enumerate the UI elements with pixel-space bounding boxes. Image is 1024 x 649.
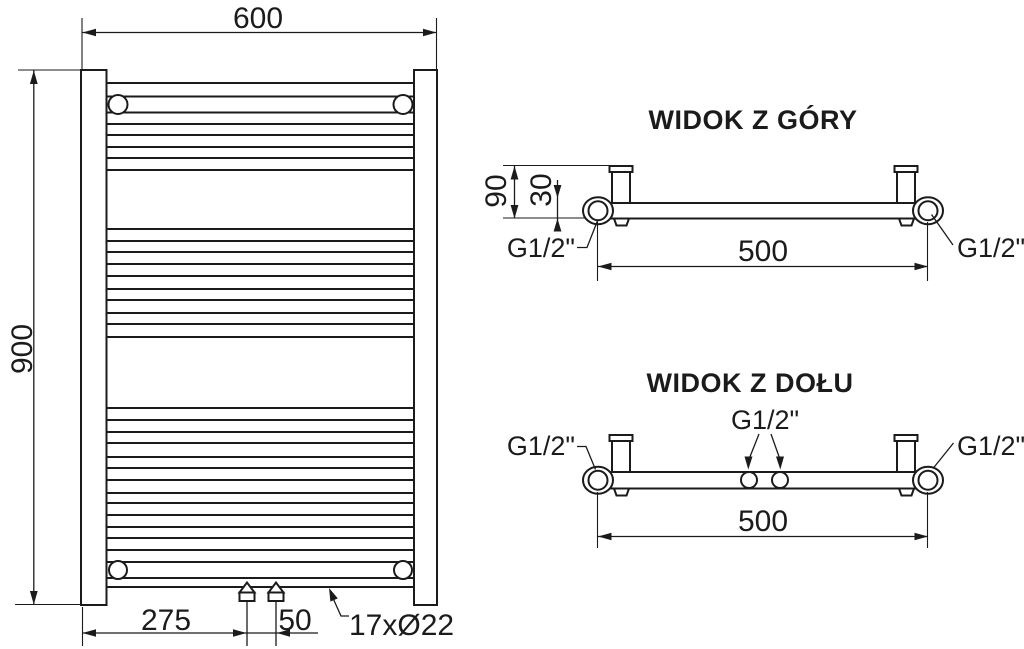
depth-dimension-label: 90 — [480, 174, 513, 207]
mount-circle — [392, 94, 414, 115]
inset-dimension-label: 30 — [525, 173, 558, 206]
height-dimension-label: 900 — [6, 324, 39, 374]
dimension-width: 600 — [81, 2, 438, 71]
dimension-inset: 30 — [525, 173, 562, 232]
arrowhead — [233, 629, 247, 637]
bracket-foot — [612, 217, 631, 227]
bracket — [611, 440, 631, 473]
arrowhead — [329, 588, 338, 602]
arrowhead — [598, 532, 612, 541]
tube-spec-callout: 17xØ22 — [329, 588, 454, 642]
mount-circle — [108, 560, 128, 580]
width-dimension-label: 600 — [233, 2, 283, 35]
thread-label-left: G1/2" — [507, 233, 575, 263]
bottom-view-title: WIDOK Z DOŁU — [647, 368, 854, 398]
arrowhead — [277, 629, 290, 637]
dimension-span: 500 — [596, 222, 929, 281]
thread-label-left: G1/2" — [507, 431, 575, 461]
mount-circle — [107, 94, 129, 115]
tube-spec-label: 17xØ22 — [349, 609, 454, 642]
arrowhead — [776, 456, 784, 470]
mount-circle — [393, 560, 413, 580]
bracket — [896, 440, 916, 473]
top-bracket-tube — [105, 95, 415, 114]
thread-fitting — [587, 469, 609, 491]
dimension-span: 500 — [596, 492, 929, 548]
arrowhead — [29, 70, 38, 84]
valve-left — [237, 580, 257, 646]
arrowhead — [82, 28, 96, 37]
bracket-foot — [612, 487, 631, 497]
valve-offset-label: 275 — [141, 604, 191, 637]
top-view-title: WIDOK Z GÓRY — [649, 104, 858, 135]
thread-fitting — [587, 200, 609, 222]
thread-label-right: G1/2" — [957, 431, 1024, 461]
arrowhead — [914, 262, 928, 271]
valve-spacing-label: 50 — [278, 604, 311, 637]
arrowhead — [423, 28, 437, 37]
thread-label-center: G1/2" — [731, 405, 799, 435]
dimension-depth: 90 — [480, 164, 612, 219]
span-dimension-label: 500 — [738, 235, 788, 268]
valve-right — [266, 580, 286, 646]
bracket-foot — [897, 487, 916, 497]
arrowhead — [914, 532, 928, 541]
leader-line — [577, 219, 599, 249]
top-view: WIDOK Z GÓRY 90 30 — [480, 104, 1024, 281]
right-column — [413, 69, 438, 606]
leader-line — [932, 442, 955, 469]
arrowhead — [82, 629, 96, 637]
arrowhead — [598, 262, 612, 271]
thread-fitting — [917, 469, 939, 491]
center-connection — [740, 471, 758, 489]
thread-fitting — [917, 200, 939, 222]
span-dimension-label: 500 — [738, 505, 788, 538]
center-connection — [771, 471, 789, 489]
arrowhead — [510, 205, 519, 219]
bar — [597, 202, 929, 220]
bottom-view: WIDOK Z DOŁU G1/2" G1/2" G1/2" — [507, 368, 1024, 548]
arrowhead — [510, 166, 519, 180]
bracket — [896, 171, 916, 204]
bracket — [611, 171, 631, 204]
center-thread-callout: G1/2" — [731, 405, 799, 470]
dimension-valve-position: 275 50 — [81, 604, 318, 646]
leader-line — [577, 445, 597, 470]
arrowhead — [29, 591, 38, 605]
arrowhead — [553, 218, 562, 232]
thread-label-right: G1/2" — [957, 233, 1024, 263]
bracket-foot — [897, 217, 916, 227]
front-view: 600 900 275 50 17xØ22 — [6, 2, 454, 646]
arrowhead — [553, 185, 562, 198]
dimension-height: 900 — [6, 69, 81, 606]
bottom-bracket-tube — [105, 561, 415, 579]
leader-line — [930, 214, 954, 246]
arrowhead — [744, 456, 753, 470]
left-column — [80, 69, 108, 606]
bar — [597, 471, 929, 490]
